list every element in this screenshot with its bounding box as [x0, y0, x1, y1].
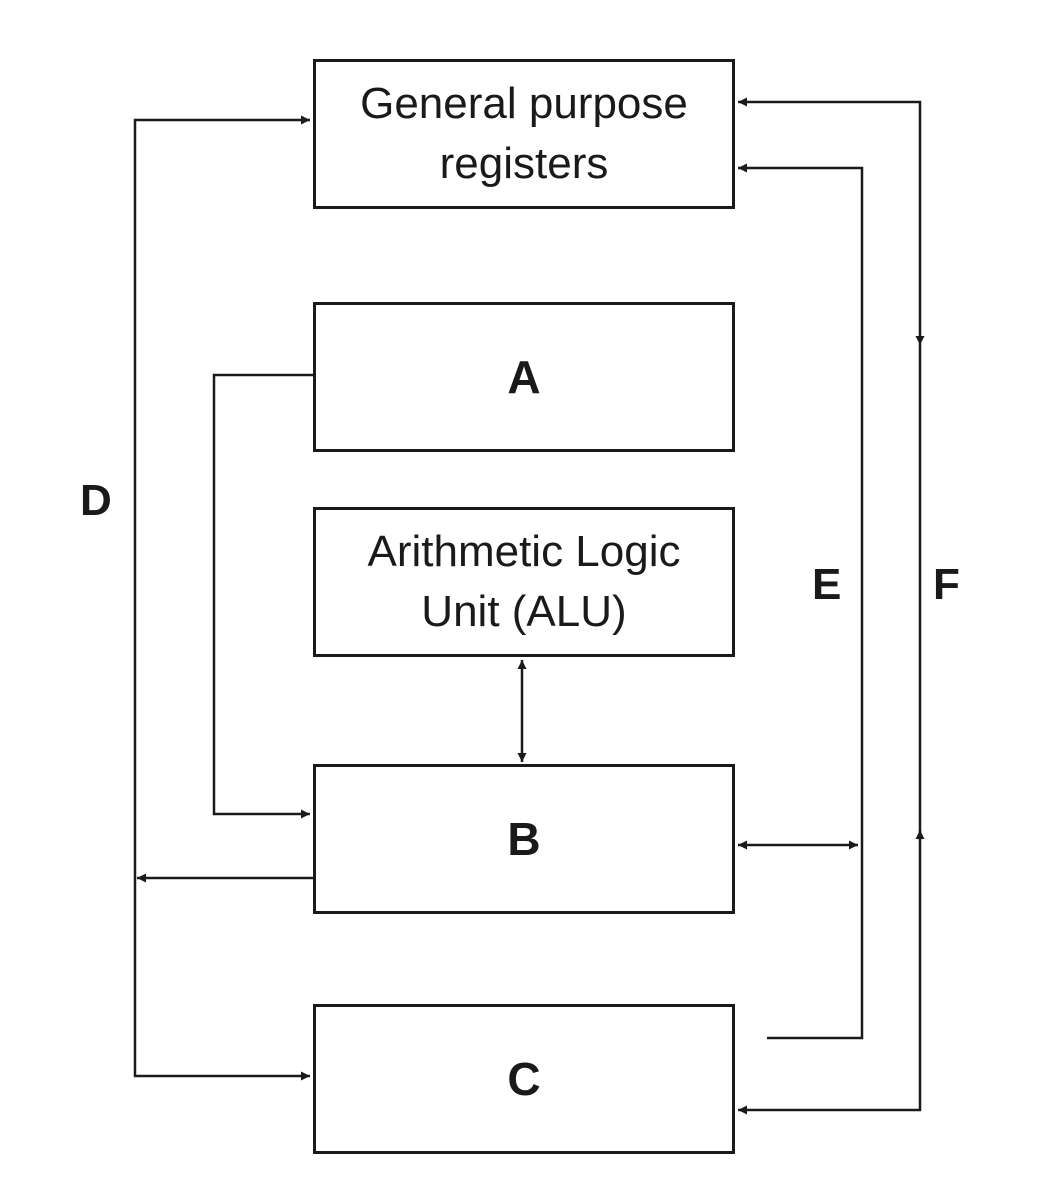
alu-block: Arithmetic Logic Unit (ALU) — [313, 507, 735, 657]
a-to-b-line — [212, 373, 315, 819]
path-f-to-c — [738, 830, 925, 1115]
alu-label-line1: Arithmetic Logic — [367, 527, 681, 576]
block-c: C — [313, 1004, 735, 1154]
path-label-d: D — [80, 476, 112, 525]
block-a-label: A — [507, 351, 541, 403]
path-label-e: E — [812, 560, 842, 609]
block-b: B — [313, 764, 735, 914]
gpr-label-line1: General purpose — [360, 79, 688, 128]
path-d-to-gpr — [133, 115, 310, 878]
gpr-label-line2: registers — [439, 139, 609, 188]
block-c-label: C — [507, 1053, 541, 1105]
general-purpose-registers-block: General purpose registers — [313, 59, 735, 209]
path-d-to-c — [133, 878, 310, 1081]
path-e-line — [738, 163, 864, 1040]
path-f-line — [738, 97, 925, 345]
alu-label-line2: Unit (ALU) — [421, 587, 627, 636]
path-label-f: F — [933, 560, 960, 609]
block-a: A — [313, 302, 735, 452]
block-b-label: B — [507, 813, 541, 865]
